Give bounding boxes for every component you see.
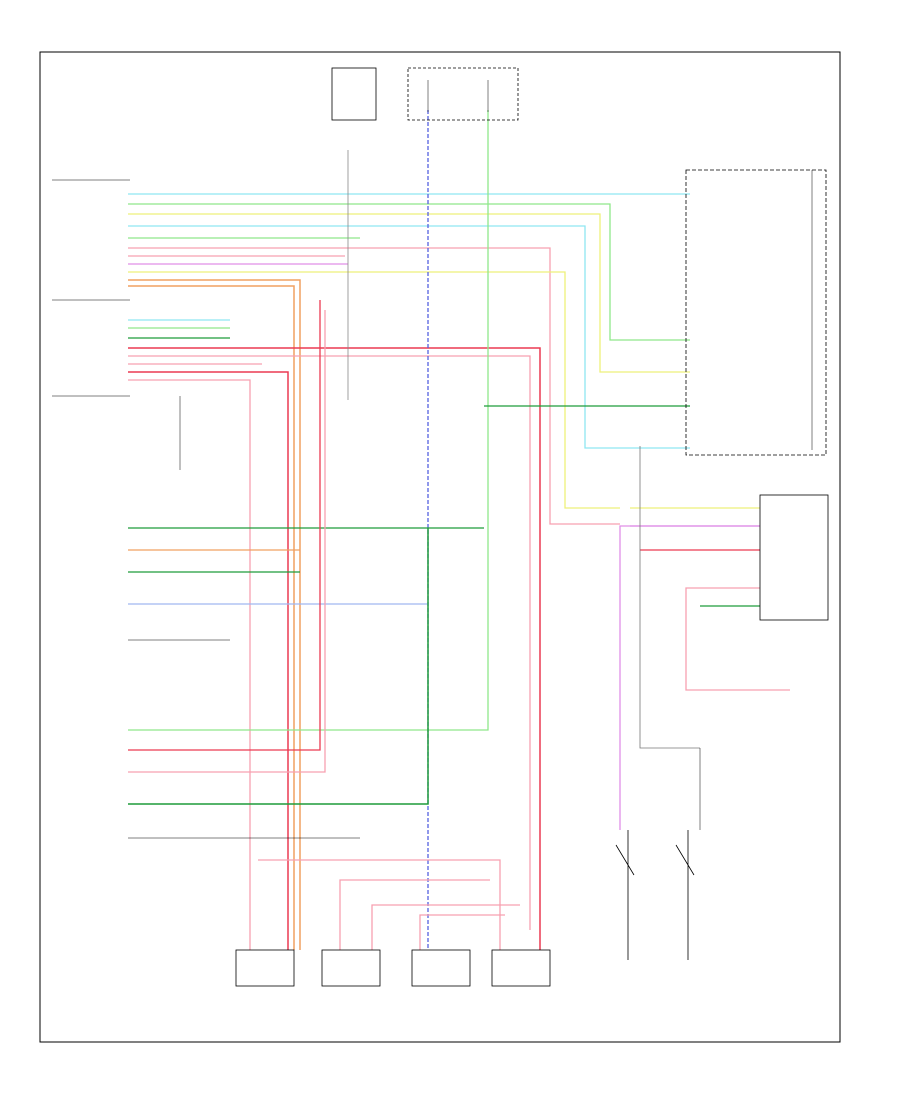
wire-light-green-vertical xyxy=(128,110,489,731)
memory-module xyxy=(759,494,829,621)
wire-group xyxy=(128,110,790,950)
wire-red-2 xyxy=(128,371,289,950)
left-connector-lines xyxy=(52,179,130,397)
component-group xyxy=(52,67,829,987)
fuse-box-left xyxy=(331,67,377,121)
wire-violet-vertical xyxy=(619,525,760,830)
motor-right-front xyxy=(411,949,471,987)
wire-pink-loop-2 xyxy=(339,879,490,950)
lower-switch-2 xyxy=(675,830,695,960)
fuse-box-right xyxy=(407,67,519,121)
motor-left-rear xyxy=(321,949,381,987)
wire-orange-1 xyxy=(128,279,301,950)
wire-light-blue-2 xyxy=(128,225,690,449)
diagram-frame xyxy=(39,51,841,1043)
right-switch-block xyxy=(685,169,827,456)
wire-pink-right xyxy=(685,587,790,691)
wire-red-3 xyxy=(128,300,321,751)
wire-light-green-1 xyxy=(128,203,690,341)
wire-yellow-2 xyxy=(128,271,620,509)
lower-switch-1 xyxy=(615,830,635,960)
wire-orange-2 xyxy=(128,285,295,950)
wire-pink-5 xyxy=(128,379,251,950)
wire-yellow-1 xyxy=(128,213,690,373)
wire-gray-right xyxy=(639,550,700,749)
wire-pink-loop-1 xyxy=(258,859,501,950)
wire-pink-1 xyxy=(128,247,620,525)
motor-right-rear xyxy=(491,949,551,987)
wire-pink-loop-4 xyxy=(419,914,505,950)
motor-left-front xyxy=(235,949,295,987)
wire-pink-3 xyxy=(128,355,531,930)
wire-red-1 xyxy=(128,347,541,950)
wire-dark-green-5 xyxy=(128,528,429,805)
wire-pink-loop-3 xyxy=(371,904,520,950)
wire-pink-6 xyxy=(128,310,326,773)
